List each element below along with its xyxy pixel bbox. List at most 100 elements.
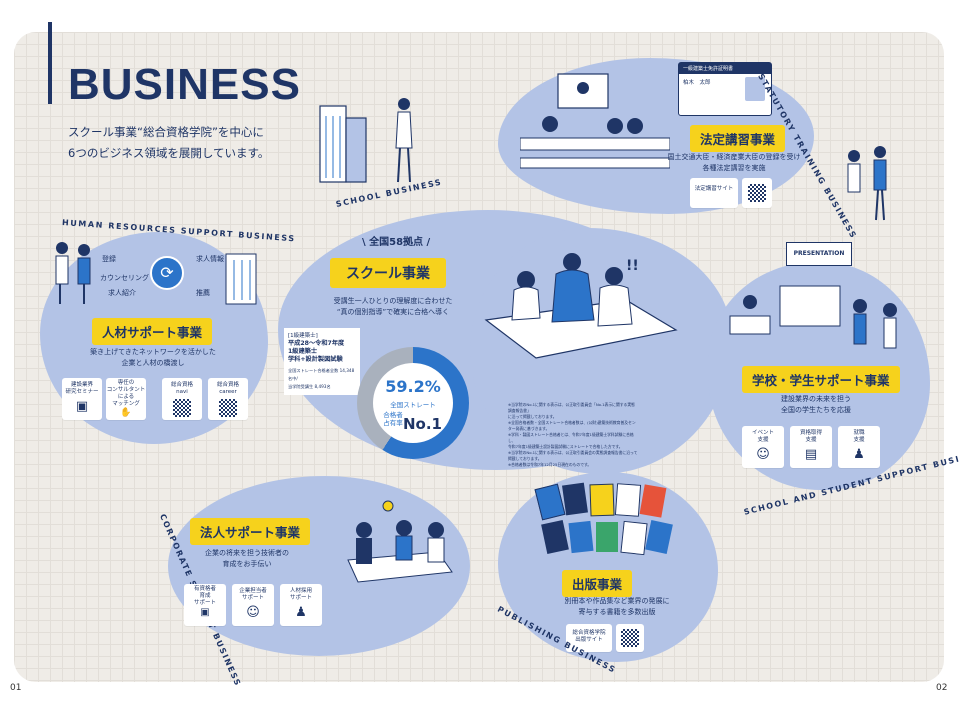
hr-flow-center-icon: ⟳ — [150, 256, 184, 290]
card-line: サポート — [193, 600, 216, 606]
school-desc-line-2: “真の個別指導”で確実に合格へ導く — [336, 308, 450, 316]
page-number-left: 01 — [10, 683, 22, 693]
person-icon: ♟ — [295, 605, 307, 620]
publishing-desc: 別冊本や作品集など業界の発展に 寄与する書籍を多数出版 — [552, 596, 682, 618]
school-blob-ext — [470, 228, 732, 474]
student-card-job[interactable]: 就職支援 ♟ — [838, 426, 880, 468]
note-4: ※学科・製図ストレート合格者とは、令和7年度1級建築士学科試験に合格し、 — [508, 432, 634, 443]
publishing-qr[interactable] — [616, 624, 644, 652]
corporate-desc-line-1: 企業の将来を担う技術者の — [205, 549, 289, 557]
student-label: 学校・学生サポート事業 — [742, 366, 900, 393]
note-3: ※全国合格者数・全国ストレート合格者数は、(公財)建築技術教育普及センター発表に… — [508, 420, 636, 431]
note-7: ※合格者数は令和7年12月25日現在のものです。 — [508, 462, 592, 467]
statutory-site-card-label: 法定講習サイト — [694, 186, 734, 192]
stat-line-2: 平成28〜令和7年度 — [288, 340, 345, 347]
donut-center: 59.2% 全国ストレート 合格者 占有率 No.1 — [373, 363, 453, 443]
presentation-icon: ▣ — [75, 399, 89, 414]
card-line: 有資格者 — [193, 586, 216, 592]
stat-line-4: 学科+設計製図試験 — [288, 356, 343, 363]
card-line: 専任の — [117, 380, 135, 386]
card-line: サポート — [241, 595, 264, 601]
qr-code-icon — [621, 629, 639, 647]
card-line: 研究セミナー — [65, 389, 99, 395]
trainer-icon: ▣ — [200, 607, 210, 618]
card-line: サポート — [289, 595, 312, 601]
student-card-event[interactable]: イベント支援 ☺ — [742, 426, 784, 468]
student-card-job-label: 就職支援 — [838, 426, 880, 444]
hr-flow-jobinfo: 求人情報 — [196, 255, 224, 263]
school-desc: 受講生一人ひとりの理解度に合わせた “真の個別指導”で確実に合格へ導く — [318, 296, 468, 318]
student-card-qualification[interactable]: 資格取得支援 ▤ — [790, 426, 832, 468]
meeting-illustration — [347, 500, 453, 583]
school-notes: ※当学院のNo.1に関する表示は、公正取引委員会「No.1表示に関する実態調査報… — [508, 402, 638, 468]
qr-code-icon — [219, 399, 237, 417]
certificate-icon: ▤ — [804, 447, 818, 462]
hr-people-illustration — [55, 242, 91, 304]
card-line: 総合資格 — [216, 382, 239, 388]
student-desc-line-1: 建設業界の未来を担う — [781, 395, 851, 403]
svg-text:!!: !! — [626, 258, 639, 274]
subtitle-line-1: スクール事業“総合資格学院”を中心に — [68, 125, 264, 139]
tutoring-illustration: !! — [484, 253, 678, 359]
card-line: 企業担当者 — [239, 588, 267, 594]
qr-code-icon — [748, 184, 766, 202]
publishing-label: 出版事業 — [562, 570, 633, 597]
corporate-label: 法人サポート事業 — [190, 518, 311, 545]
card-line: 総合資格 — [170, 382, 193, 388]
corporate-card-staff[interactable]: 企業担当者サポート ☺ — [232, 584, 274, 626]
hr-card-matching[interactable]: 専任のコンサルタントによるマッチング ✋ — [106, 378, 146, 420]
school-desc-line-1: 受講生一人ひとりの理解度に合わせた — [333, 297, 453, 305]
hr-flow-register: 登録 — [102, 255, 116, 263]
note-6: ※当学院のNo.1に関する表示は、公正取引委員会の実態調査報告書に沿って掲載して… — [508, 450, 638, 461]
publishing-site-card-label: 総合資格学院出版サイト — [566, 624, 612, 644]
page-number-right: 02 — [936, 683, 948, 693]
license-card: 一級建築士免許証明書 柏木 太郎 — [678, 62, 772, 116]
school-count: \ 全国58拠点 / — [362, 237, 431, 248]
qr-code-icon — [173, 399, 191, 417]
note-5: 令和7年度1級建築士設計製図試験にストレートで合格した方です。 — [508, 444, 623, 449]
corporate-card-qualified[interactable]: 有資格者育成サポート ▣ — [184, 584, 226, 626]
statutory-site-card[interactable]: 法定講習サイト — [690, 178, 738, 208]
page-title: BUSINESS — [68, 60, 301, 109]
student-event-illustration — [729, 285, 897, 349]
corporate-card-recruit[interactable]: 人材採用サポート ♟ — [280, 584, 322, 626]
card-line: 育成 — [199, 593, 211, 599]
statutory-label: 法定講習事業 — [690, 125, 786, 152]
stat-line-1: [1級建築士] — [288, 333, 318, 339]
statutory-qr[interactable] — [742, 178, 772, 208]
card-line: 支援 — [757, 437, 769, 443]
card-line: コンサルタント — [106, 387, 146, 393]
hr-flow-referral: 求人紹介 — [108, 289, 136, 297]
stat-line-5: 全国ストレート合格者全数 14,348名中/ — [288, 368, 355, 381]
team-icon: ☺ — [246, 605, 260, 620]
corporate-card-qualified-label: 有資格者育成サポート — [184, 584, 226, 607]
publishing-desc-line-2: 寄与する書籍を多数出版 — [578, 608, 656, 616]
student-desc: 建設業界の未来を担う 全国の学生たちを応援 — [756, 394, 876, 416]
people-icon: ☺ — [756, 447, 770, 462]
card-line: 総合資格学院 — [572, 630, 606, 636]
hr-card-seminar[interactable]: 建設業界研究セミナー ▣ — [62, 378, 102, 420]
publishing-site-card[interactable]: 総合資格学院出版サイト — [566, 624, 612, 652]
hr-label: 人材サポート事業 — [92, 318, 213, 345]
hr-flow-counseling: カウンセリング — [100, 274, 149, 282]
corporate-desc: 企業の将来を担う技術者の 育成をお手伝い — [192, 548, 302, 570]
card-line: navi — [176, 389, 188, 395]
school-count-text: 全国58拠点 — [369, 237, 424, 248]
stat-line-3: 1級建築士 — [288, 348, 318, 355]
stat-line-6: 当学院受講生 8,493名 — [288, 384, 331, 389]
subtitle-line-2: 6つのビジネス領域を展開しています。 — [68, 146, 270, 160]
donut-sub-1: 全国ストレート — [390, 401, 436, 409]
note-1: ※当学院のNo.1に関する表示は、公正取引委員会「No.1表示に関する実態調査報… — [508, 402, 635, 413]
card-line: イベント — [751, 430, 774, 436]
card-line: マッチング — [112, 401, 140, 407]
corporate-card-recruit-label: 人材採用サポート — [280, 584, 322, 602]
statutory-desc: 国土交通大臣・経済産業大臣の登録を受け 各種法定講習を実施 — [664, 152, 804, 174]
person-icon: ♟ — [853, 447, 865, 462]
donut-sub-2: 合格者 — [383, 411, 403, 419]
buildings-illustration — [319, 98, 413, 183]
student-desc-line-2: 全国の学生たちを応援 — [781, 406, 851, 414]
